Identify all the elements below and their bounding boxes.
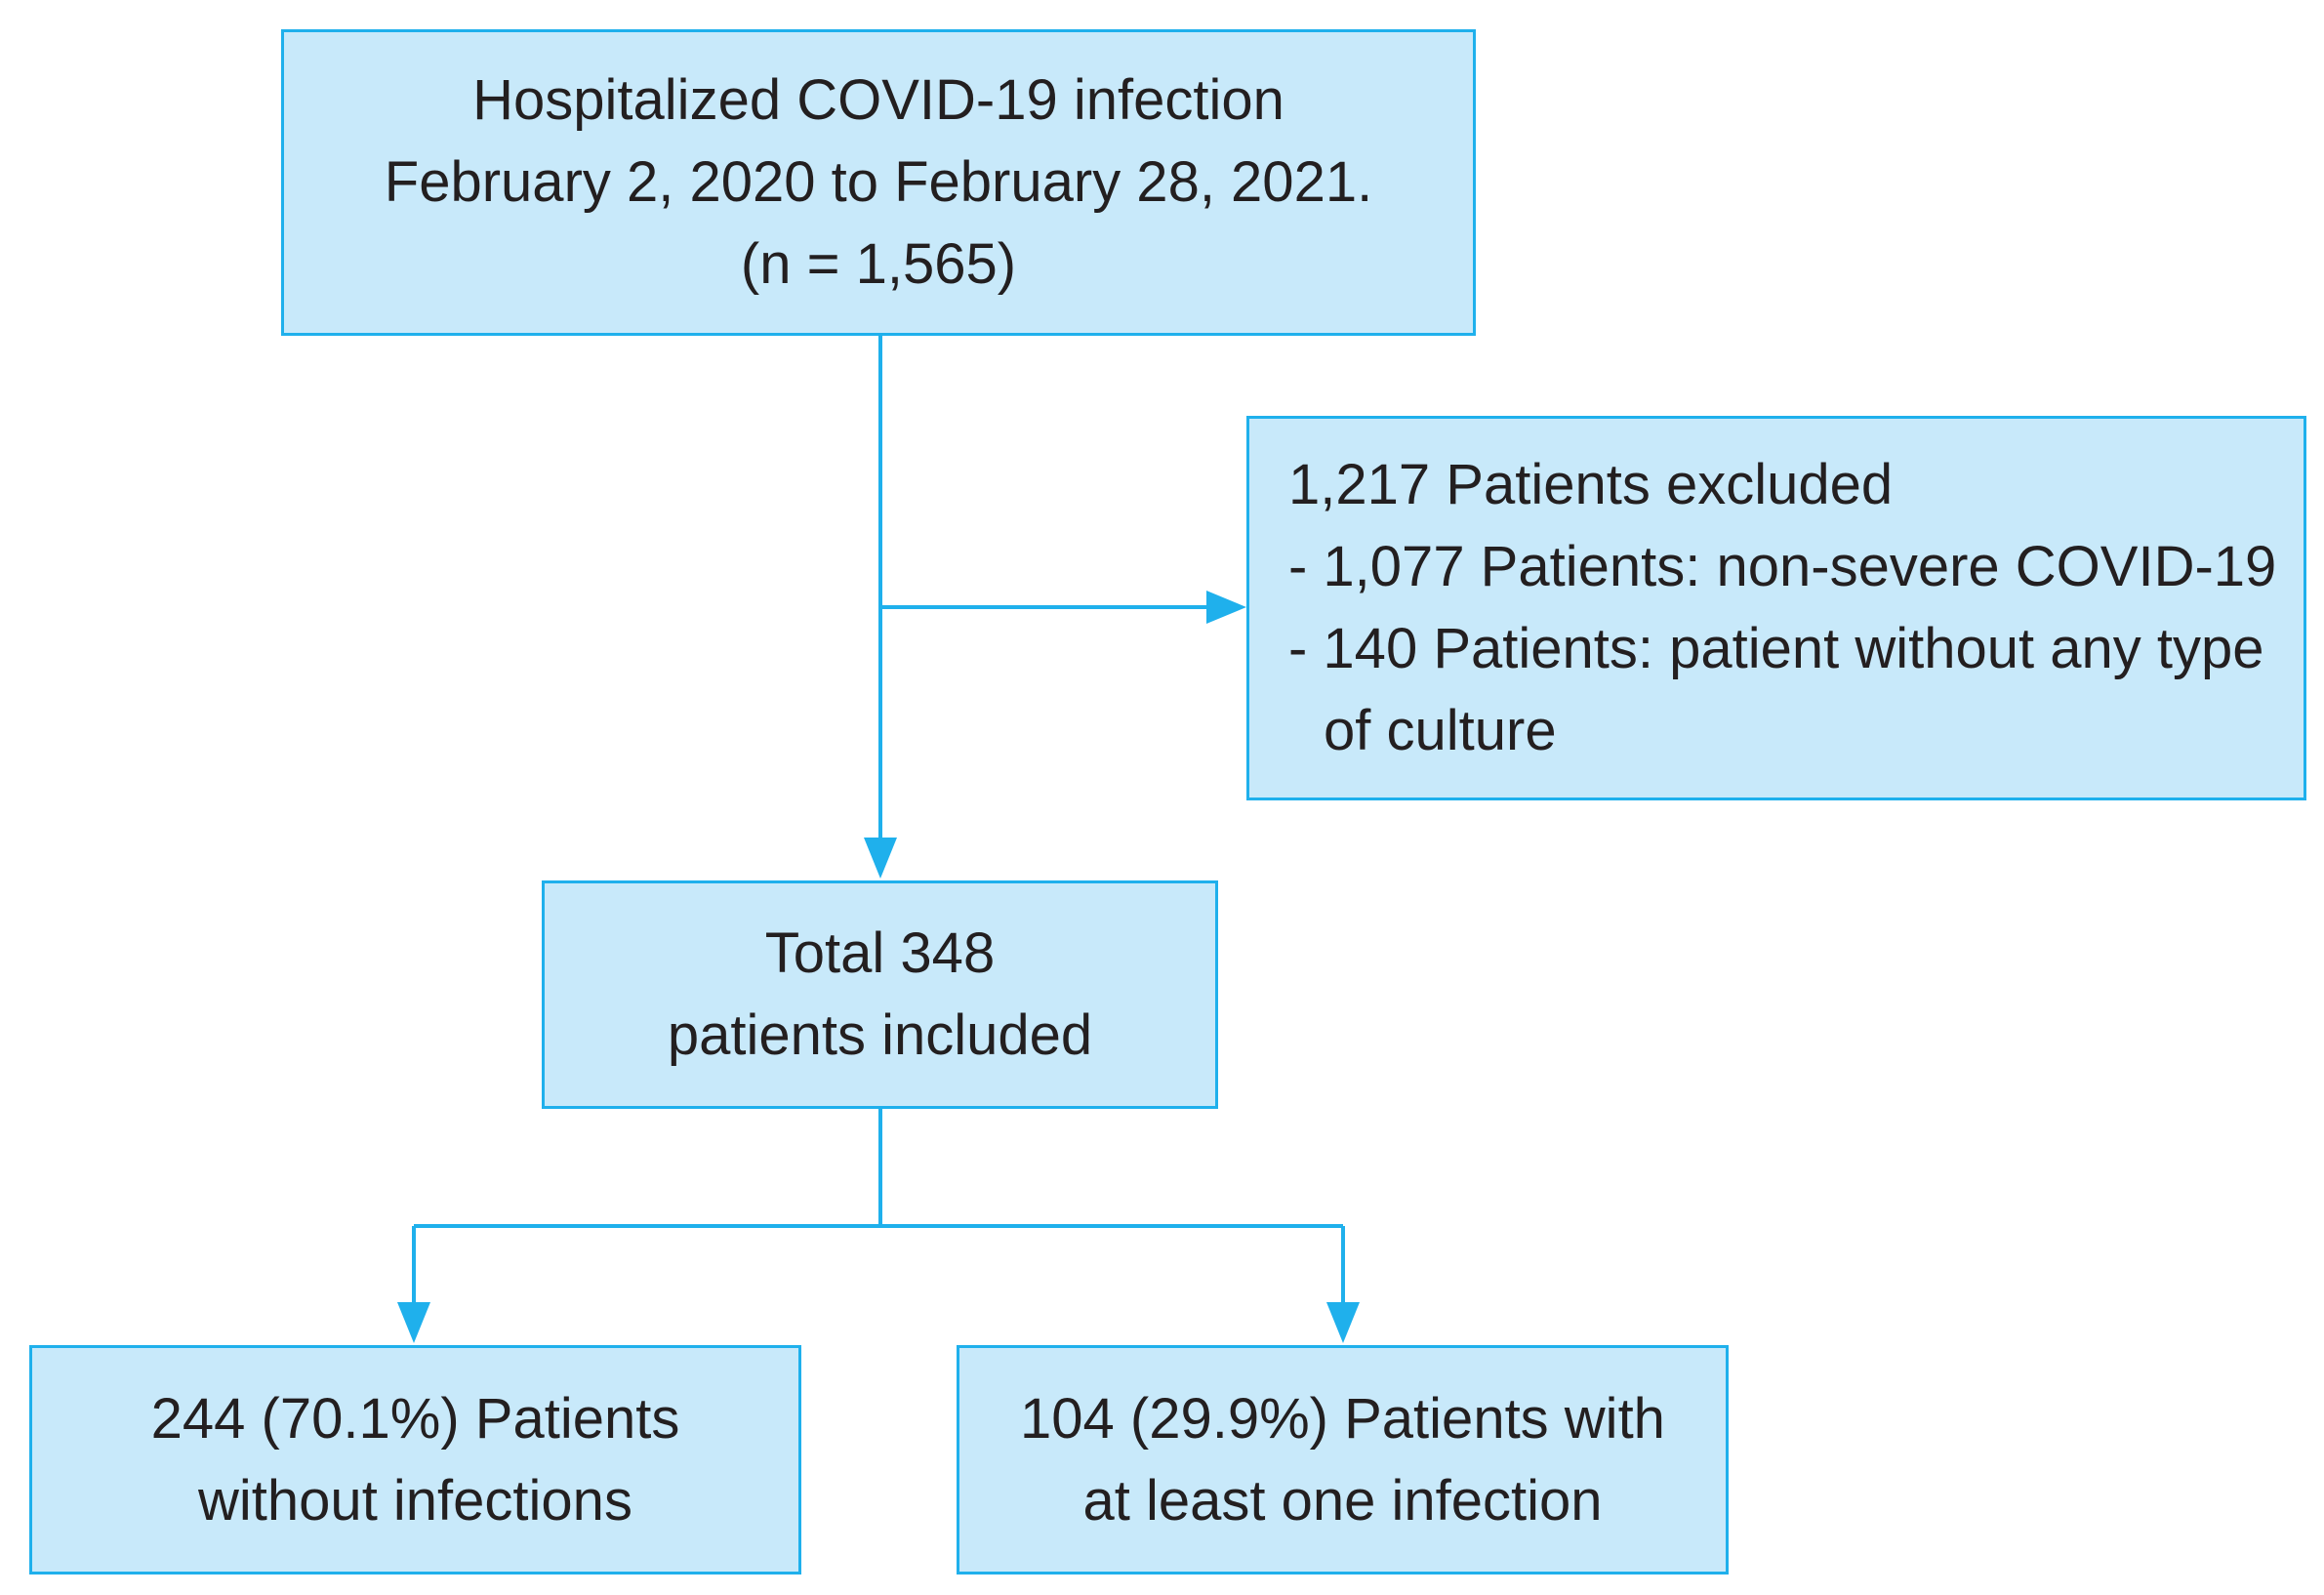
included-line-1: Total 348 [764,921,996,985]
box-patients-without-infections: 244 (70.1%) Patients without infections [29,1345,801,1575]
arrowhead-to-excluded [1206,591,1246,624]
excluded-title: 1,217 Patients excluded [1288,453,1894,516]
excluded-item-1: - 1,077 Patients: non-severe COVID-19 [1288,535,2277,598]
with-line-1: 104 (29.9%) Patients with [1020,1386,1665,1451]
box-patients-excluded: 1,217 Patients excluded - 1,077 Patients… [1246,416,2306,800]
box-patients-with-infection: 104 (29.9%) Patients with at least one i… [957,1345,1729,1575]
without-line-1: 244 (70.1%) Patients [150,1386,680,1451]
included-line-2: patients included [667,1003,1093,1067]
box-patients-included: Total 348 patients included [542,880,1218,1109]
start-line-3: (n = 1,565) [740,232,1017,296]
arrowhead-to-included [864,838,897,879]
without-line-2: without infections [198,1468,632,1533]
start-line-2: February 2, 2020 to February 28, 2021. [384,150,1373,214]
arrowhead-to-with [1326,1302,1360,1343]
excluded-item-2: - 140 Patients: patient without any type [1288,617,2264,680]
arrowhead-to-without [397,1302,430,1343]
box-hospitalized-covid: Hospitalized COVID-19 infection February… [281,29,1476,336]
with-line-2: at least one infection [1082,1468,1603,1533]
start-line-1: Hospitalized COVID-19 infection [472,68,1284,132]
excluded-item-2-continued: of culture [1324,699,1557,762]
